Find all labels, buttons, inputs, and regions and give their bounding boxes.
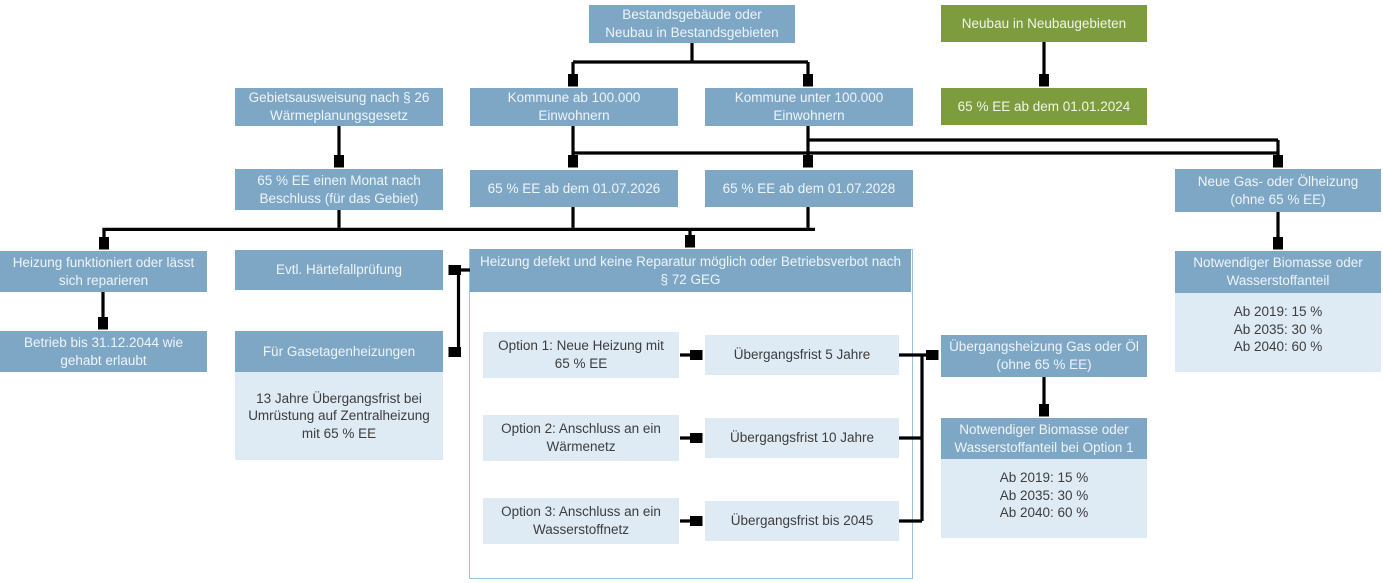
node-haertefallpruefung: Evtl. Härtefallprüfung — [235, 250, 443, 290]
node-gasetagenheizungen: Für Gasetagenheizungen — [235, 331, 443, 372]
detail-line: Ab 2040: 60 % — [1233, 339, 1323, 355]
node-ee-2026: 65 % EE ab dem 01.07.2026 — [470, 170, 678, 207]
node-ee-einen-monat: 65 % EE einen Monat nach Beschluss (für … — [235, 169, 443, 210]
node-heizung-defekt: Heizung defekt und keine Reparatur mögli… — [470, 249, 911, 292]
node-biomasse-wasserstoffanteil: Notwendiger Biomasse oder Wasserstoffant… — [1175, 251, 1381, 293]
detail-gasetagen-uebergangsfrist: 13 Jahre Übergangsfrist bei Umrüstung au… — [235, 372, 443, 460]
node-betrieb-2044: Betrieb bis 31.12.2044 wie gehabt erlaub… — [0, 331, 207, 372]
node-ee-2024: 65 % EE ab dem 01.01.2024 — [941, 88, 1147, 125]
detail-line: Ab 2019: 15 % — [1233, 304, 1323, 319]
detail-line: Ab 2035: 30 % — [1233, 321, 1323, 337]
node-neubau-neubaugebiete: Neubau in Neubaugebieten — [941, 5, 1147, 42]
node-biomasse-option1: Notwendiger Biomasse oder Wasserstoffant… — [941, 418, 1147, 459]
detail-line: Ab 2040: 60 % — [999, 505, 1089, 521]
node-gebietsausweisung: Gebietsausweisung nach § 26 Wärmeplanung… — [235, 88, 443, 126]
node-frist-10-jahre: Übergangsfrist 10 Jahre — [705, 418, 899, 458]
node-heizung-funktioniert: Heizung funktioniert oder lässt sich rep… — [0, 251, 207, 292]
node-frist-5-jahre: Übergangsfrist 5 Jahre — [705, 335, 899, 375]
node-bestandsgebaeude: Bestandsgebäude oder Neubau in Bestandsg… — [589, 5, 795, 43]
detail-biomasse-anteile: Ab 2019: 15 % Ab 2035: 30 % Ab 2040: 60 … — [1175, 293, 1381, 372]
node-kommune-ab-100000: Kommune ab 100.000 Einwohnern — [470, 88, 678, 126]
node-frist-bis-2045: Übergangsfrist bis 2045 — [705, 501, 899, 541]
node-ee-2028: 65 % EE ab dem 01.07.2028 — [705, 170, 913, 207]
detail-line: Ab 2019: 15 % — [999, 470, 1089, 485]
detail-biomasse-option1-anteile: Ab 2019: 15 % Ab 2035: 30 % Ab 2040: 60 … — [941, 459, 1147, 538]
node-option-1: Option 1: Neue Heizung mit 65 % EE — [483, 332, 679, 378]
node-uebergangsheizung: Übergangsheizung Gas oder Öl (ohne 65 % … — [941, 335, 1147, 377]
node-neue-gas-oelheizung: Neue Gas- oder Ölheizung (ohne 65 % EE) — [1175, 169, 1381, 212]
detail-line: Ab 2035: 30 % — [999, 487, 1089, 503]
node-option-3: Option 3: Anschluss an ein Wasserstoffne… — [483, 498, 679, 544]
node-kommune-unter-100000: Kommune unter 100.000 Einwohnern — [705, 88, 913, 126]
node-option-2: Option 2: Anschluss an ein Wärmenetz — [483, 415, 679, 461]
